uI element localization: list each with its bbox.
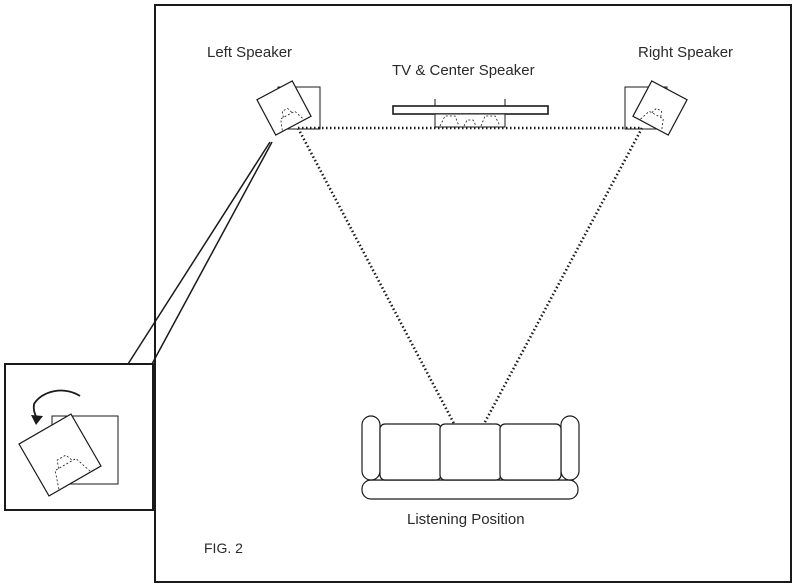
listening-triangle xyxy=(295,126,645,455)
room-outline xyxy=(154,4,792,583)
sofa-icon xyxy=(361,415,580,500)
callout-wedge xyxy=(127,141,273,365)
callout-inset xyxy=(4,363,154,511)
right-speaker-icon xyxy=(624,80,688,136)
left-speaker-label: Left Speaker xyxy=(207,44,293,61)
figure-label: FIG. 2 xyxy=(204,540,243,556)
tv-center-speaker-label: TV & Center Speaker xyxy=(392,62,535,79)
listening-position-label: Listening Position xyxy=(407,511,525,528)
tv-center-speaker-icon xyxy=(392,99,549,128)
right-speaker-label: Right Speaker xyxy=(638,44,734,61)
rotate-arrow-icon xyxy=(31,389,81,425)
left-speaker-icon xyxy=(256,80,321,136)
